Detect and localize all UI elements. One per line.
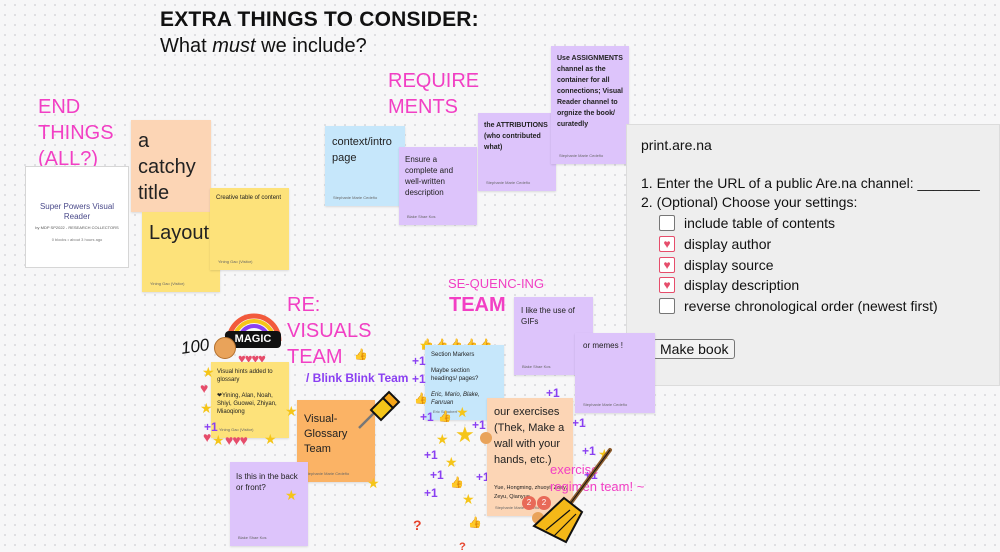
cookie-icon (214, 337, 236, 359)
plus-one-icon: +1 (472, 418, 486, 432)
plus-one-icon: +1 (430, 468, 444, 482)
sticky-glossary[interactable]: Visual-Glossary Team Stephanie Marie Ced… (297, 400, 375, 482)
star-icon: ★ (264, 431, 277, 447)
page-subtitle: What must we include? (160, 35, 367, 57)
hearts-row-icon: ♥♥♥ (225, 432, 248, 448)
star-icon: ★ (367, 475, 380, 491)
broom-icon (526, 446, 616, 546)
re-visuals-label: RE: VISUALS TEAM (287, 294, 372, 368)
star-icon: ★ (456, 404, 469, 420)
thumbs-up-icon: 👍 (438, 411, 452, 423)
make-book-button[interactable]: Make book (653, 339, 736, 359)
checkbox-source[interactable]: ♥ (659, 257, 675, 273)
print-arena-panel: print.are.na 1. Enter the URL of a publi… (626, 124, 1000, 386)
book-card[interactable]: Super Powers Visual Reader by MDP SP2022… (25, 166, 129, 268)
plus-one-icon: +1 (424, 448, 438, 462)
sticky-catchy-title[interactable]: a catchy title (131, 120, 211, 212)
checkbox-description[interactable]: ♥ (659, 277, 675, 293)
checkbox-reverse[interactable] (659, 298, 675, 314)
plus-one-icon: +1 (546, 386, 560, 400)
thumbs-up-icon: 👍 (354, 349, 368, 361)
pushpin-icon (355, 388, 403, 432)
sticky-context[interactable]: context/intro page Stephanie Marie Cedeñ… (325, 126, 405, 206)
book-title: Super Powers Visual Reader (39, 202, 115, 221)
emoji-badge-icon: 2 (522, 496, 536, 510)
sticky-description[interactable]: Ensure a complete and well-written descr… (399, 147, 477, 225)
sequencing-label: SE-QUENC-ING (448, 276, 545, 291)
option-description[interactable]: ♥display description (659, 277, 799, 293)
plus-one-icon: +1 (204, 420, 218, 434)
star-icon: ★ (285, 487, 298, 503)
sticky-toc[interactable]: Creative table of content Yining Gao (Vi… (210, 188, 289, 270)
sticky-back-front[interactable]: Is this in the back or front? Blake Shae… (230, 462, 308, 546)
end-things-label: END THINGS (ALL?) (38, 96, 114, 170)
exercise-team-label: exercise regimen team! ~ (550, 462, 645, 494)
star-icon: ★ (285, 403, 298, 419)
sticky-assignments[interactable]: Use ASSIGNMENTS channel as the container… (551, 46, 629, 164)
heart-check-icon: ♥ (663, 258, 671, 272)
requirements-label: REQUIRE MENTS (388, 70, 480, 118)
star-icon: ★ (202, 364, 215, 380)
plus-one-icon: +1 (412, 354, 426, 368)
heart-check-icon: ♥ (663, 278, 671, 292)
star-icon: ★ (445, 454, 458, 470)
page-title: EXTRA THINGS TO CONSIDER: (160, 8, 479, 31)
magic-rainbow-icon: MAGIC (223, 311, 285, 353)
plus-one-icon: +1 (572, 416, 586, 430)
sticky-visual-hints[interactable]: Visual hints added to glossary ❤Yining, … (211, 362, 289, 438)
sticky-memes[interactable]: or memes ! Stephanie Marie Cedeño (575, 333, 655, 413)
star-icon: ★ (212, 432, 225, 448)
option-author[interactable]: ♥display author (659, 236, 771, 252)
plus-one-icon: +1 (424, 486, 438, 500)
thumbs-up-icon: 👍 (468, 517, 482, 529)
blink-team-label: / Blink Blink Team (306, 371, 409, 385)
emoji-badge-icon: 2 (537, 496, 551, 510)
plus-one-icon: +1 (412, 372, 426, 386)
question-icon: ? (413, 517, 422, 533)
book-meta: 0 blocks • about 3 hours ago (51, 237, 103, 242)
step-2-label: 2. (Optional) Choose your settings: (641, 194, 858, 210)
option-toc[interactable]: include table of contents (659, 215, 835, 231)
thumbs-up-icon: 👍 (450, 477, 464, 489)
book-byline: by MDP SP2022 - RESEARCH COLLECTORS (35, 225, 119, 230)
option-source[interactable]: ♥display source (659, 257, 774, 273)
cookie-icon (480, 432, 492, 444)
sticky-attributions[interactable]: the ATTRIBUTIONS (who contributed what) … (478, 113, 556, 191)
plus-one-icon: +1 (420, 410, 434, 424)
sequencing-team-label: TEAM (449, 294, 506, 316)
star-icon: ★ (455, 422, 475, 447)
site-title: print.are.na (641, 137, 712, 153)
star-icon: ★ (200, 400, 213, 416)
checkbox-author[interactable]: ♥ (659, 236, 675, 252)
heart-icon: ♥ (200, 380, 209, 396)
hundred-icon: 100 (179, 335, 211, 358)
checkbox-toc[interactable] (659, 215, 675, 231)
sticky-layout[interactable]: Layout Yining Gao (Visitor) (142, 212, 220, 292)
step-1-label: 1. Enter the URL of a public Are.na chan… (641, 175, 980, 191)
question-icon: ? (459, 541, 466, 552)
star-icon: ★ (462, 491, 475, 507)
plus-one-icon: +1 (582, 444, 596, 458)
heart-icon: ♥ (203, 429, 212, 445)
option-reverse[interactable]: reverse chronological order (newest firs… (659, 298, 938, 314)
plus-one-icon: +1 (476, 470, 490, 484)
heart-check-icon: ♥ (663, 237, 671, 251)
star-icon: ★ (436, 431, 449, 447)
thumbs-up-icon: 👍 (414, 393, 428, 405)
